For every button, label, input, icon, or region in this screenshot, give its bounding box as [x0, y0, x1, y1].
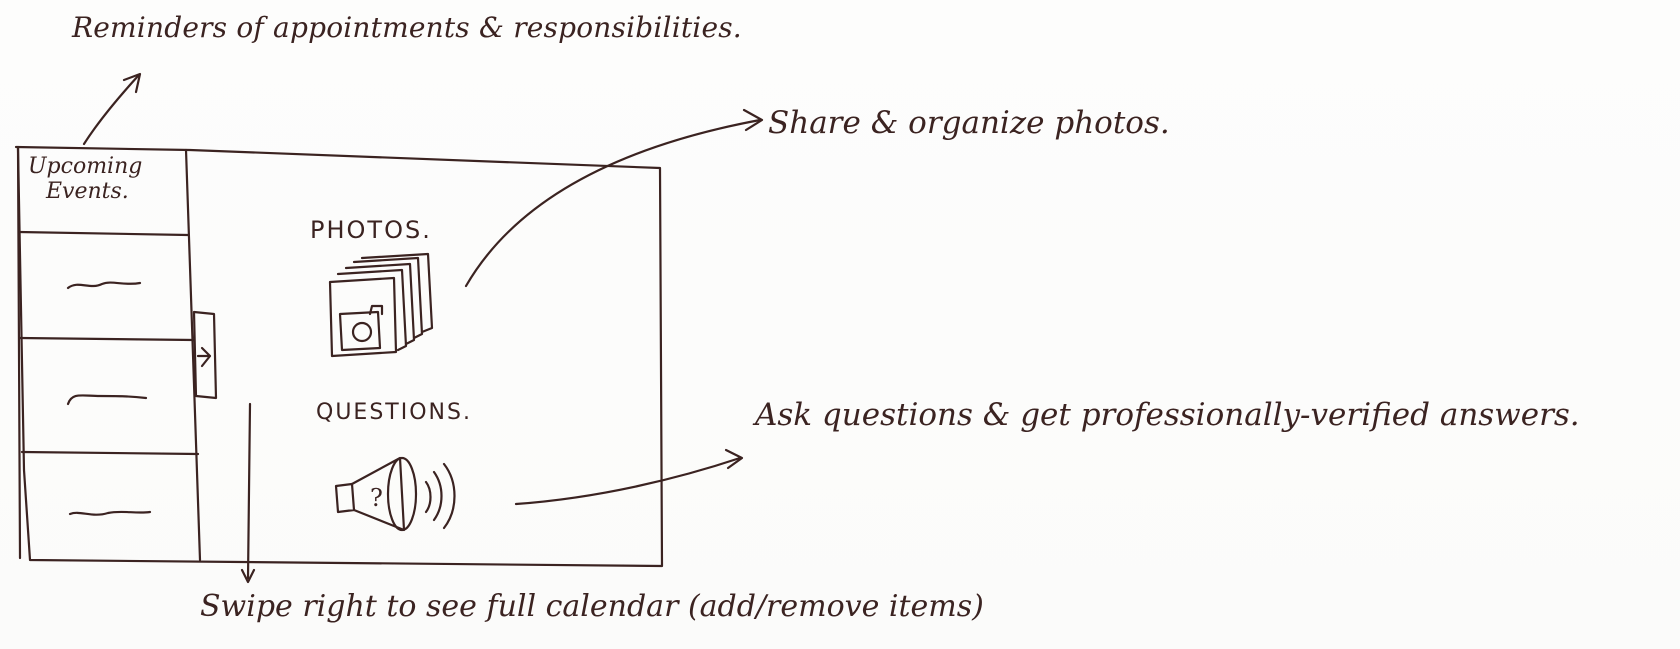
reminders-arrowhead [122, 72, 142, 94]
questions-label: QUESTIONS. [316, 400, 472, 425]
megaphone-question-mark: ? [370, 484, 383, 512]
photos-annotation: Share & organize photos. [768, 105, 1170, 141]
swipe-annotation: Swipe right to see full calendar (add/re… [200, 589, 984, 624]
swipe-arrow-icon [196, 346, 212, 368]
megaphone-icon [334, 456, 456, 532]
questions-annotation: Ask questions & get professionally-verif… [755, 397, 1580, 433]
event-item-1 [66, 281, 142, 290]
questions-arrow [514, 456, 742, 506]
swipe-arrowhead [240, 568, 256, 584]
photos-arrow [464, 118, 762, 288]
sidebar-row-divider-1 [18, 336, 196, 342]
upcoming-events-heading: Upcoming Events. [28, 154, 142, 205]
photos-arrowhead [742, 108, 764, 132]
event-item-2 [66, 394, 148, 406]
photos-icon [328, 252, 434, 358]
event-item-3 [68, 510, 152, 516]
swipe-tab [192, 310, 218, 400]
reminders-annotation: Reminders of appointments & responsibili… [72, 11, 742, 44]
sidebar-header-divider [17, 230, 190, 237]
device-frame [14, 145, 664, 568]
sidebar-panel [16, 145, 202, 562]
swipe-arrow [246, 402, 252, 580]
reminders-arrow [82, 74, 140, 146]
photos-label: PHOTOS. [310, 216, 432, 244]
questions-arrowhead [724, 448, 744, 470]
upcoming-events-line1: Upcoming [28, 154, 143, 179]
upcoming-events-line2: Events. [46, 179, 129, 205]
sidebar-row-divider-2 [20, 450, 200, 456]
